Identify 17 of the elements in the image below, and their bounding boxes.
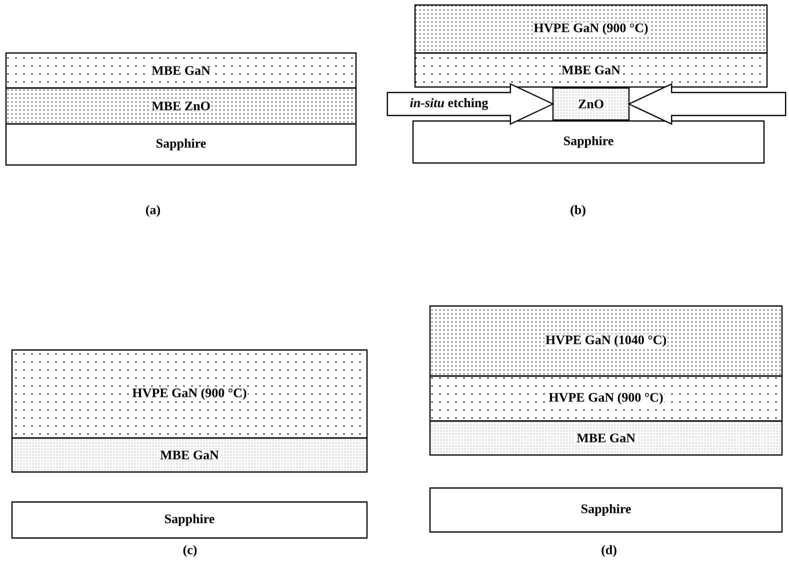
edge-label: in-situ etching bbox=[408, 97, 490, 111]
layer-box: HVPE GaN (900 °C) bbox=[414, 4, 768, 54]
layer-box: Sapphire bbox=[11, 501, 368, 539]
panel-label: (d) bbox=[602, 545, 616, 557]
layer-box: Sapphire bbox=[5, 123, 357, 166]
layer-box: Sapphire bbox=[412, 120, 765, 164]
layer-box: Sapphire bbox=[429, 487, 783, 533]
layer-box: HVPE GaN (900 °C) bbox=[11, 349, 368, 439]
layer-box: HVPE GaN (900 °C) bbox=[429, 375, 783, 422]
layer-box: MBE GaN bbox=[414, 52, 768, 88]
layer-box: MBE ZnO bbox=[5, 87, 357, 125]
panel-label: (a) bbox=[146, 205, 160, 217]
layer-box: HVPE GaN (1040 °C) bbox=[429, 305, 783, 377]
layer-box: MBE GaN bbox=[11, 437, 368, 473]
layer-box: MBE GaN bbox=[429, 420, 783, 456]
panel-label: (b) bbox=[570, 205, 586, 217]
layer-box: ZnO bbox=[552, 87, 630, 121]
